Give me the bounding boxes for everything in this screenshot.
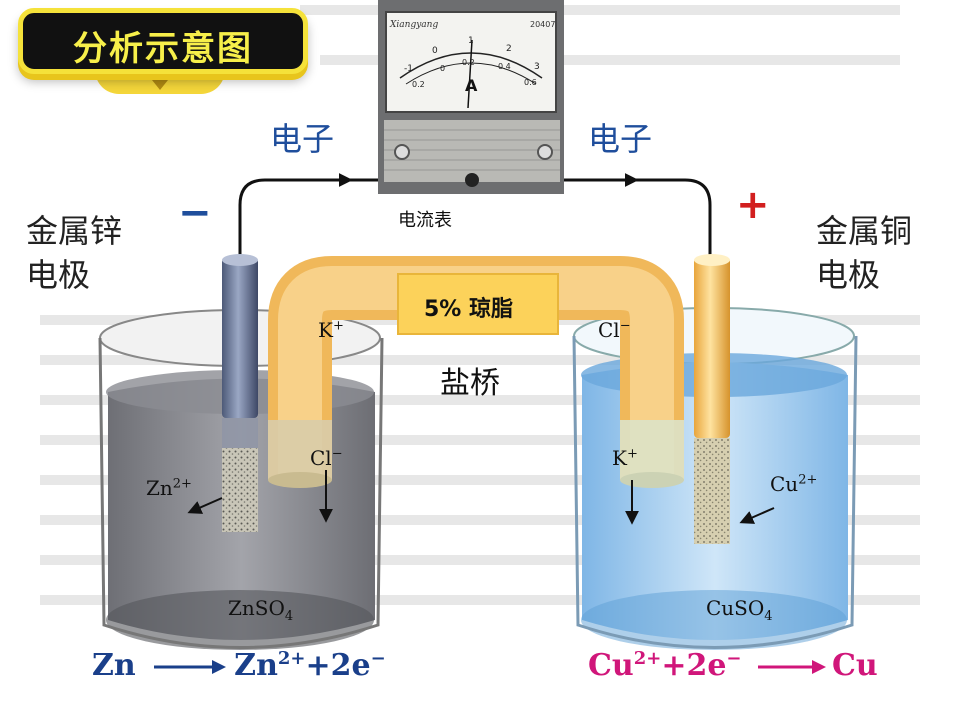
zinc-sulfate-label: ZnSO4 (228, 596, 293, 624)
eq-product-charge: 2+ (277, 648, 306, 669)
subscript: 4 (284, 609, 294, 624)
formula: ZnSO (228, 596, 285, 620)
eq-mid: +2e (661, 648, 727, 683)
electron-label-left: 电子 (270, 120, 335, 158)
eq-reactant: Zn (92, 648, 136, 683)
copper-sulfate-label: CuSO4 (706, 596, 773, 624)
cl-ion-top-label: Cl− (598, 318, 631, 342)
ion-charge: 2+ (172, 476, 192, 492)
eq-reactant-charge: 2+ (633, 648, 662, 669)
ion-charge: + (626, 446, 638, 462)
title-banner-arrow (152, 80, 168, 90)
ammeter-caption: 电流表 (398, 210, 452, 231)
eq-arrow-icon (757, 660, 826, 674)
scale-tick: 0.2 (462, 58, 475, 67)
ammeter (378, 0, 564, 194)
zinc-electrode-label-line2: 电极 (26, 256, 91, 294)
ion-charge: − (331, 446, 343, 462)
left-beaker (98, 337, 384, 649)
zinc-electrode (222, 258, 258, 418)
cu-ion-arrow (739, 507, 775, 524)
ion-symbol: K (612, 446, 627, 470)
ion-charge: + (332, 318, 344, 334)
salt-bridge-label: 盐桥 (440, 366, 500, 401)
right-beaker (572, 335, 858, 649)
scale-tick: 0 (440, 64, 446, 73)
eq-reactant: Cu (588, 648, 634, 683)
zn-ion-label: Zn2+ (146, 476, 192, 500)
scale-tick: -1 (404, 64, 413, 74)
right-wire (560, 178, 712, 262)
title-banner: 分析示意图 (18, 8, 308, 74)
anode-sign: − (178, 190, 212, 236)
ion-symbol: K (318, 318, 333, 342)
eq-product: Cu (831, 648, 878, 683)
scale-tick: 3 (534, 62, 540, 72)
eq-tail: +2e (305, 648, 371, 683)
eq-product: Zn (234, 648, 278, 683)
eq-tail-charge: − (370, 648, 386, 669)
anode-equation: Zn Zn2++2e− (92, 648, 386, 683)
cathode-equation: Cu2++2e− Cu (588, 648, 878, 683)
ammeter-model: 20407 (530, 20, 556, 29)
copper-electrode-label-line1: 金属铜 (816, 212, 913, 250)
agar-label-band (397, 273, 559, 335)
cathode-sign: + (736, 182, 770, 228)
ion-symbol: Zn (146, 476, 173, 500)
eq-arrow-icon (154, 660, 227, 674)
k-ion-bottom-label: K+ (612, 446, 638, 470)
k-ion-top-label: K+ (318, 318, 344, 342)
electron-label-right: 电子 (588, 120, 653, 158)
zinc-electrode-label-line1: 金属锌 (26, 212, 123, 250)
ion-charge: − (619, 318, 631, 334)
subscript: 4 (764, 609, 773, 624)
copper-electrode (694, 258, 730, 438)
eq-mid-charge: − (726, 648, 742, 669)
scale-tick: 1 (468, 36, 474, 46)
agar-label: 5% 琼脂 (424, 297, 514, 322)
scale-tick: 0 (432, 46, 438, 56)
scale-tick: 0.6 (524, 78, 537, 87)
page-title: 分析示意图 (73, 29, 253, 69)
left-wire (238, 178, 392, 262)
cl-ion-bottom-label: Cl− (310, 446, 343, 470)
scale-tick: 0.2 (412, 80, 425, 89)
scale-tick: 2 (506, 44, 512, 54)
formula: CuSO (706, 596, 765, 620)
cu-ion-label: Cu2+ (770, 472, 817, 496)
zn-ion-arrow (187, 497, 223, 514)
ammeter-brand: Xiangyang (390, 20, 439, 30)
ammeter-unit: A (465, 76, 478, 95)
ion-charge: 2+ (798, 472, 818, 488)
copper-electrode-label-line2: 电极 (816, 256, 881, 294)
ion-symbol: Cl (598, 318, 620, 342)
scale-tick: 0.4 (498, 62, 511, 71)
ion-symbol: Cu (770, 472, 799, 496)
ion-symbol: Cl (310, 446, 332, 470)
